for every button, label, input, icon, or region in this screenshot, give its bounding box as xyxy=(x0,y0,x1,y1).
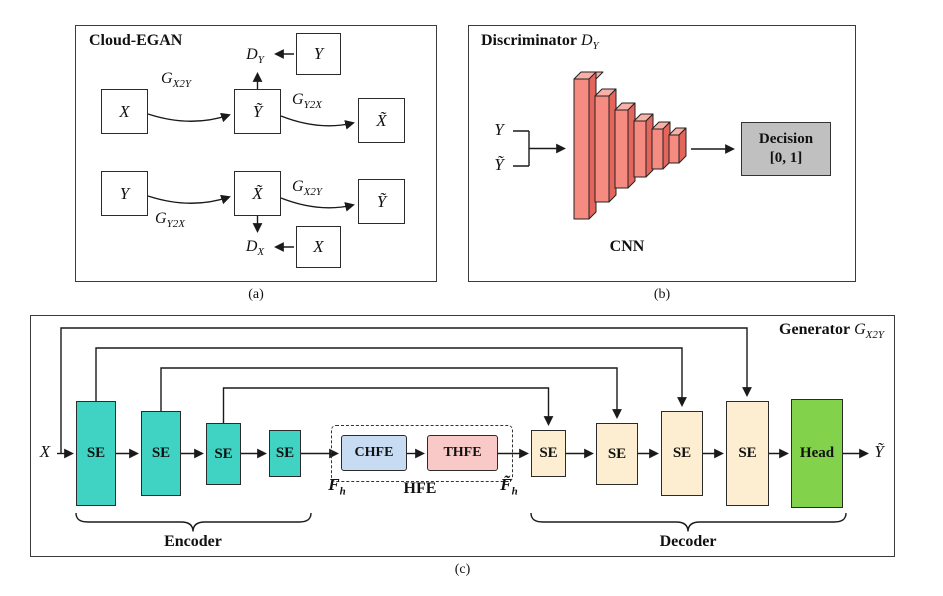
panel-b-title: Discriminator DY xyxy=(481,32,599,52)
node-xtilde-row2: X̃ xyxy=(234,171,281,216)
input-y-label: Y xyxy=(494,120,504,140)
generator-output-label: Ỹ xyxy=(874,442,884,462)
encoder-se-block-4: SE xyxy=(269,430,301,477)
node-ytilde-row1: Ỹ xyxy=(234,89,281,134)
arrow-x-to-ytilde xyxy=(147,112,231,123)
arrow-xtilde2-to-ytilde2 xyxy=(280,197,355,212)
f-tilde-base: F̃ xyxy=(500,475,512,494)
encoder-brace xyxy=(75,512,312,532)
node-ytilde-row2: Ỹ xyxy=(358,179,405,224)
node-y-row2: Y xyxy=(101,171,148,216)
label-g-x2y-row1: GX2Y xyxy=(161,70,191,90)
hfe-text: HFE xyxy=(403,480,437,497)
panel-generator: Generator GX2Y X Ỹ SE SE SE SE CHFE THFE… xyxy=(30,315,895,557)
label-d-x: DX xyxy=(246,238,264,258)
label-d-y: DY xyxy=(246,46,264,66)
decoder-se-block-1: SE xyxy=(531,430,566,477)
decoder-brace xyxy=(530,512,847,532)
node-xtilde-row1: X̃ xyxy=(358,98,405,143)
decoder-se-block-4: SE xyxy=(726,401,769,506)
d-base: D xyxy=(245,238,258,255)
decoder-se-block-3: SE xyxy=(661,411,703,496)
decision-box: Decision [0, 1] xyxy=(741,122,831,176)
g-sub: X2Y xyxy=(172,78,191,91)
g-sub: Y2X xyxy=(166,218,185,231)
g-sub: Y2X xyxy=(303,99,322,112)
panel-b-title-var: D xyxy=(580,32,593,49)
ytilde-text: Ỹ xyxy=(874,442,884,461)
label-g-x2y-row2: GX2Y xyxy=(292,178,322,198)
input-ytilde-label: Ỹ xyxy=(494,155,504,175)
panel-b-graphics xyxy=(513,71,735,220)
cnn-blocks xyxy=(573,71,687,220)
skip-x-to-se8 xyxy=(60,327,752,454)
panel-c-title-var: G xyxy=(854,321,866,338)
g-base: G xyxy=(292,91,304,108)
node-x-row1: X xyxy=(101,89,148,134)
d-sub: Y xyxy=(257,54,264,67)
panel-cloud-egan: Cloud-EGAN X Ỹ X̃ Y X̃ Ỹ Y X GX2Y GY2X G… xyxy=(75,25,437,282)
panel-a-arrows xyxy=(147,49,355,252)
node-x-disc: X xyxy=(296,226,341,268)
x-text: X xyxy=(39,442,51,461)
thfe-block: THFE xyxy=(427,435,498,471)
caption-a: (a) xyxy=(248,287,264,302)
label-f-h: Fh xyxy=(328,475,346,498)
panel-a-title: Cloud-EGAN xyxy=(89,32,183,49)
cnn-label: CNN xyxy=(609,238,645,255)
decoder-label: Decoder xyxy=(659,533,717,550)
panel-c-title: Generator GX2Y xyxy=(779,321,884,341)
arrow-ytilde-to-xtilde xyxy=(280,115,355,130)
decision-line2: [0, 1] xyxy=(769,150,803,166)
panel-c-title-text: Generator xyxy=(779,321,851,338)
label-hfe: HFE xyxy=(404,480,437,498)
caption-b: (b) xyxy=(653,287,671,302)
arrow-y-to-xtilde2 xyxy=(147,194,231,205)
generator-input-label: X xyxy=(39,442,51,462)
d-sub: X xyxy=(257,246,265,259)
chfe-block: CHFE xyxy=(341,435,407,471)
panel-b-title-text: Discriminator xyxy=(481,32,577,49)
y-text: Y xyxy=(494,120,504,139)
g-base: G xyxy=(155,210,167,227)
label-g-y2x-row1: GY2X xyxy=(292,91,322,111)
skip-se2-to-se6 xyxy=(160,367,622,419)
g-sub: X2Y xyxy=(303,186,322,199)
decision-line1: Decision xyxy=(758,131,814,148)
encoder-label: Encoder xyxy=(164,533,222,550)
caption-c: (c) xyxy=(454,562,471,577)
panel-c-title-sub: X2Y xyxy=(865,329,884,342)
f-sub: h xyxy=(339,485,346,498)
encoder-se-block-1: SE xyxy=(76,401,116,506)
label-f-h-tilde: F̃h xyxy=(500,475,518,498)
encoder-se-block-2: SE xyxy=(141,411,181,496)
hfe-dashed-box xyxy=(331,425,513,482)
head-block: Head xyxy=(791,399,843,508)
d-base: D xyxy=(246,46,258,63)
input-bracket xyxy=(513,130,530,167)
panel-c-graphics xyxy=(57,327,869,532)
node-y-disc: Y xyxy=(296,33,341,75)
encoder-se-block-3: SE xyxy=(206,423,241,485)
panel-b-title-sub: Y xyxy=(592,40,599,53)
g-base: G xyxy=(292,178,304,195)
g-base: G xyxy=(161,70,173,87)
f-tilde-sub: h xyxy=(511,485,518,498)
panel-discriminator: Discriminator DY Y Ỹ Decision [0, 1] CNN xyxy=(468,25,856,282)
f-base: F xyxy=(328,475,340,494)
decoder-se-block-2: SE xyxy=(596,423,638,485)
skip-se3-to-se5 xyxy=(222,387,554,426)
skip-se1-to-se7 xyxy=(95,347,687,407)
ytilde-text: Ỹ xyxy=(494,155,504,174)
label-g-y2x-row2: GY2X xyxy=(155,210,185,230)
